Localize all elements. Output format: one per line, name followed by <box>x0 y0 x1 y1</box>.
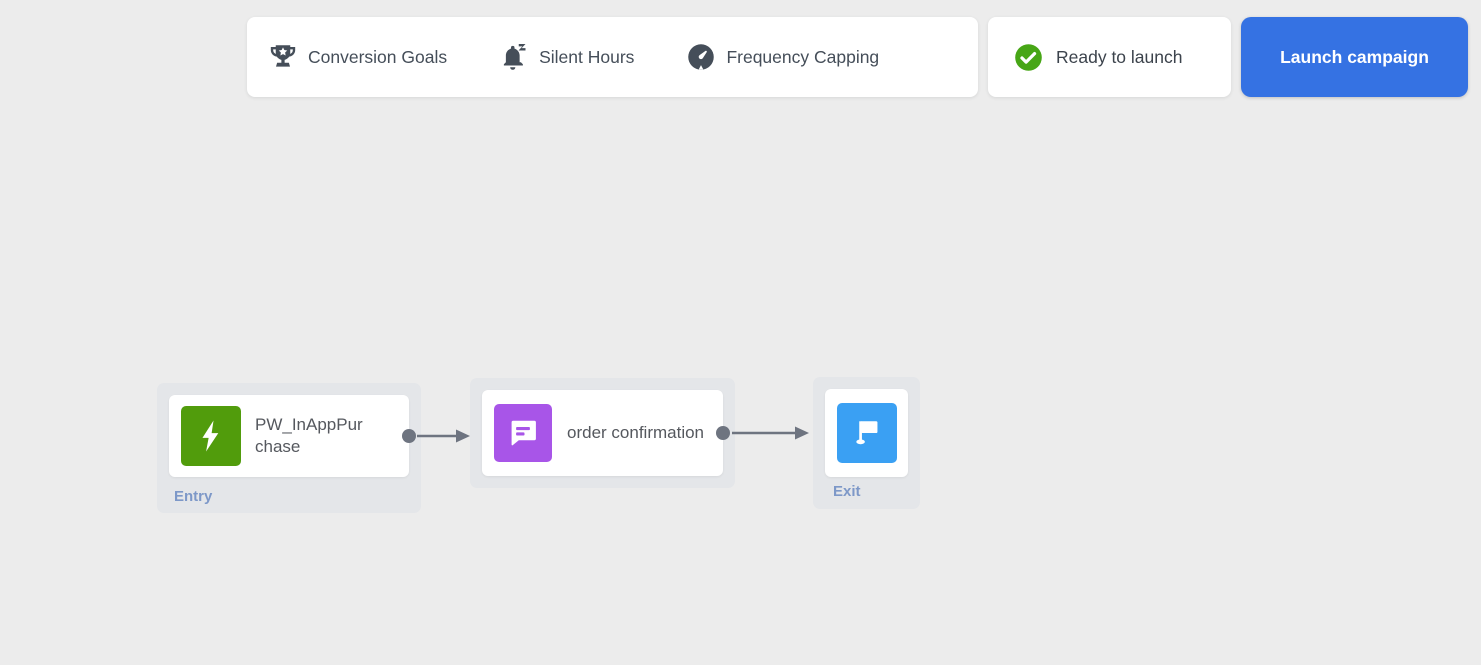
campaign-settings-toolbar: Conversion Goals Silent Hours Freque <box>247 17 978 97</box>
workflow-node-action: order confirmation <box>470 378 735 488</box>
frequency-capping-button[interactable]: Frequency Capping <box>686 42 879 72</box>
chat-bubble-icon <box>494 404 552 462</box>
conversion-goals-button[interactable]: Conversion Goals <box>268 42 447 72</box>
lightning-icon <box>181 406 241 466</box>
exit-badge: Exit <box>833 483 861 500</box>
connector-arrow-action-to-exit <box>732 426 809 440</box>
entry-node-output-port[interactable] <box>402 429 416 443</box>
launch-campaign-button[interactable]: Launch campaign <box>1241 17 1468 97</box>
gauge-icon <box>686 42 716 72</box>
conversion-goals-label: Conversion Goals <box>308 46 448 67</box>
flag-icon <box>836 403 897 463</box>
action-node-output-port[interactable] <box>716 426 730 440</box>
check-circle-icon <box>1014 43 1043 72</box>
launch-status-label: Ready to launch <box>1056 46 1183 67</box>
snooze-bell-icon <box>499 42 529 72</box>
frequency-capping-label: Frequency Capping <box>726 46 880 67</box>
exit-node-card[interactable] <box>825 389 908 477</box>
entry-badge: Entry <box>174 488 213 505</box>
connector-arrow-entry-to-action <box>417 429 470 443</box>
action-node-title: order confirmation <box>567 423 705 442</box>
entry-node-card[interactable]: PW_InAppPurchase <box>169 395 416 477</box>
silent-hours-button[interactable]: Silent Hours <box>499 42 634 72</box>
workflow-node-entry: PW_InAppPurchase Entry <box>157 383 421 513</box>
action-node-card[interactable]: order confirmation <box>482 390 730 476</box>
launch-status-pill: Ready to launch <box>988 17 1231 97</box>
silent-hours-label: Silent Hours <box>539 46 635 67</box>
trophy-icon <box>268 42 298 72</box>
workflow-node-exit: Exit <box>813 377 920 509</box>
entry-node-title: PW_InAppPurchase <box>255 415 363 456</box>
